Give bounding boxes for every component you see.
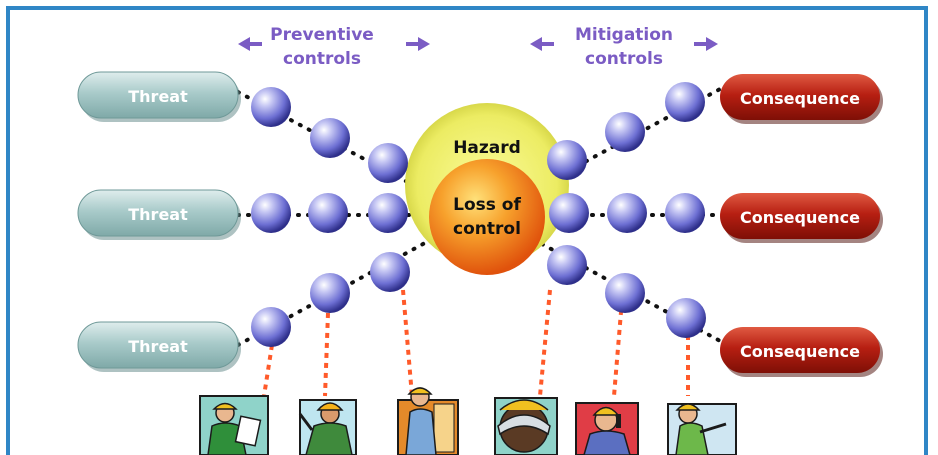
barrier-ball (665, 82, 705, 122)
consequence-box: Consequence (720, 74, 883, 124)
barrier-ball (549, 193, 589, 233)
arrow-left-icon (530, 37, 554, 51)
threat-box: Threat (77, 189, 241, 240)
threat-label: Threat (128, 87, 188, 106)
consequence-box: Consequence (720, 327, 883, 377)
arrow-left-icon (238, 37, 262, 51)
threat-box: Threat (77, 321, 241, 372)
barrier-ball (251, 193, 291, 233)
hazard-title: Hazard (453, 138, 521, 158)
barrier-ball (666, 298, 706, 338)
consequence-nodes: Consequence Consequence Consequence (720, 74, 883, 377)
barrier-ball (607, 193, 647, 233)
worker-links (262, 289, 690, 397)
barrier-ball (251, 87, 291, 127)
barrier-ball (251, 307, 291, 347)
barrier-ball (368, 143, 408, 183)
preventive-label-line2: controls (283, 49, 361, 69)
barrier-ball (308, 193, 348, 233)
worker-window-icon (397, 387, 459, 455)
threat-label: Threat (128, 205, 188, 224)
consequence-box: Consequence (720, 193, 883, 243)
consequence-label: Consequence (740, 89, 860, 108)
worker-illustrations (199, 387, 737, 455)
threat-box: Threat (77, 71, 241, 122)
consequence-label: Consequence (740, 208, 860, 227)
preventive-controls-label: Preventive controls (238, 25, 430, 69)
barrier-ball (665, 193, 705, 233)
arrow-right-icon (406, 37, 430, 51)
barrier-ball (547, 140, 587, 180)
threat-nodes: Threat Threat Threat (77, 71, 241, 372)
worker-hardhat-icon (298, 399, 357, 455)
top-event-line1: Loss of (453, 195, 521, 215)
mitigation-controls-label: Mitigation controls (530, 25, 718, 69)
arrow-right-icon (694, 37, 718, 51)
worker-goggles-icon (494, 397, 558, 455)
worker-pointing-icon (667, 403, 737, 455)
worker-clipboard-icon (199, 395, 269, 455)
mitigation-barriers (547, 82, 706, 338)
barrier-ball (310, 118, 350, 158)
mitigation-label-line1: Mitigation (575, 25, 673, 45)
barrier-ball (547, 245, 587, 285)
threat-label: Threat (128, 337, 188, 356)
mitigation-label-line2: controls (585, 49, 663, 69)
top-event-line2: control (453, 219, 521, 239)
preventive-label-line1: Preventive (270, 25, 374, 45)
barrier-ball (605, 273, 645, 313)
barrier-ball (310, 273, 350, 313)
hazard-node: Hazard Loss of control (405, 103, 569, 275)
top-event-circle (429, 159, 545, 275)
preventive-barriers (251, 87, 410, 347)
consequence-label: Consequence (740, 342, 860, 361)
worker-phone-icon (575, 402, 639, 455)
barrier-ball (370, 252, 410, 292)
barrier-ball (368, 193, 408, 233)
barrier-ball (605, 112, 645, 152)
